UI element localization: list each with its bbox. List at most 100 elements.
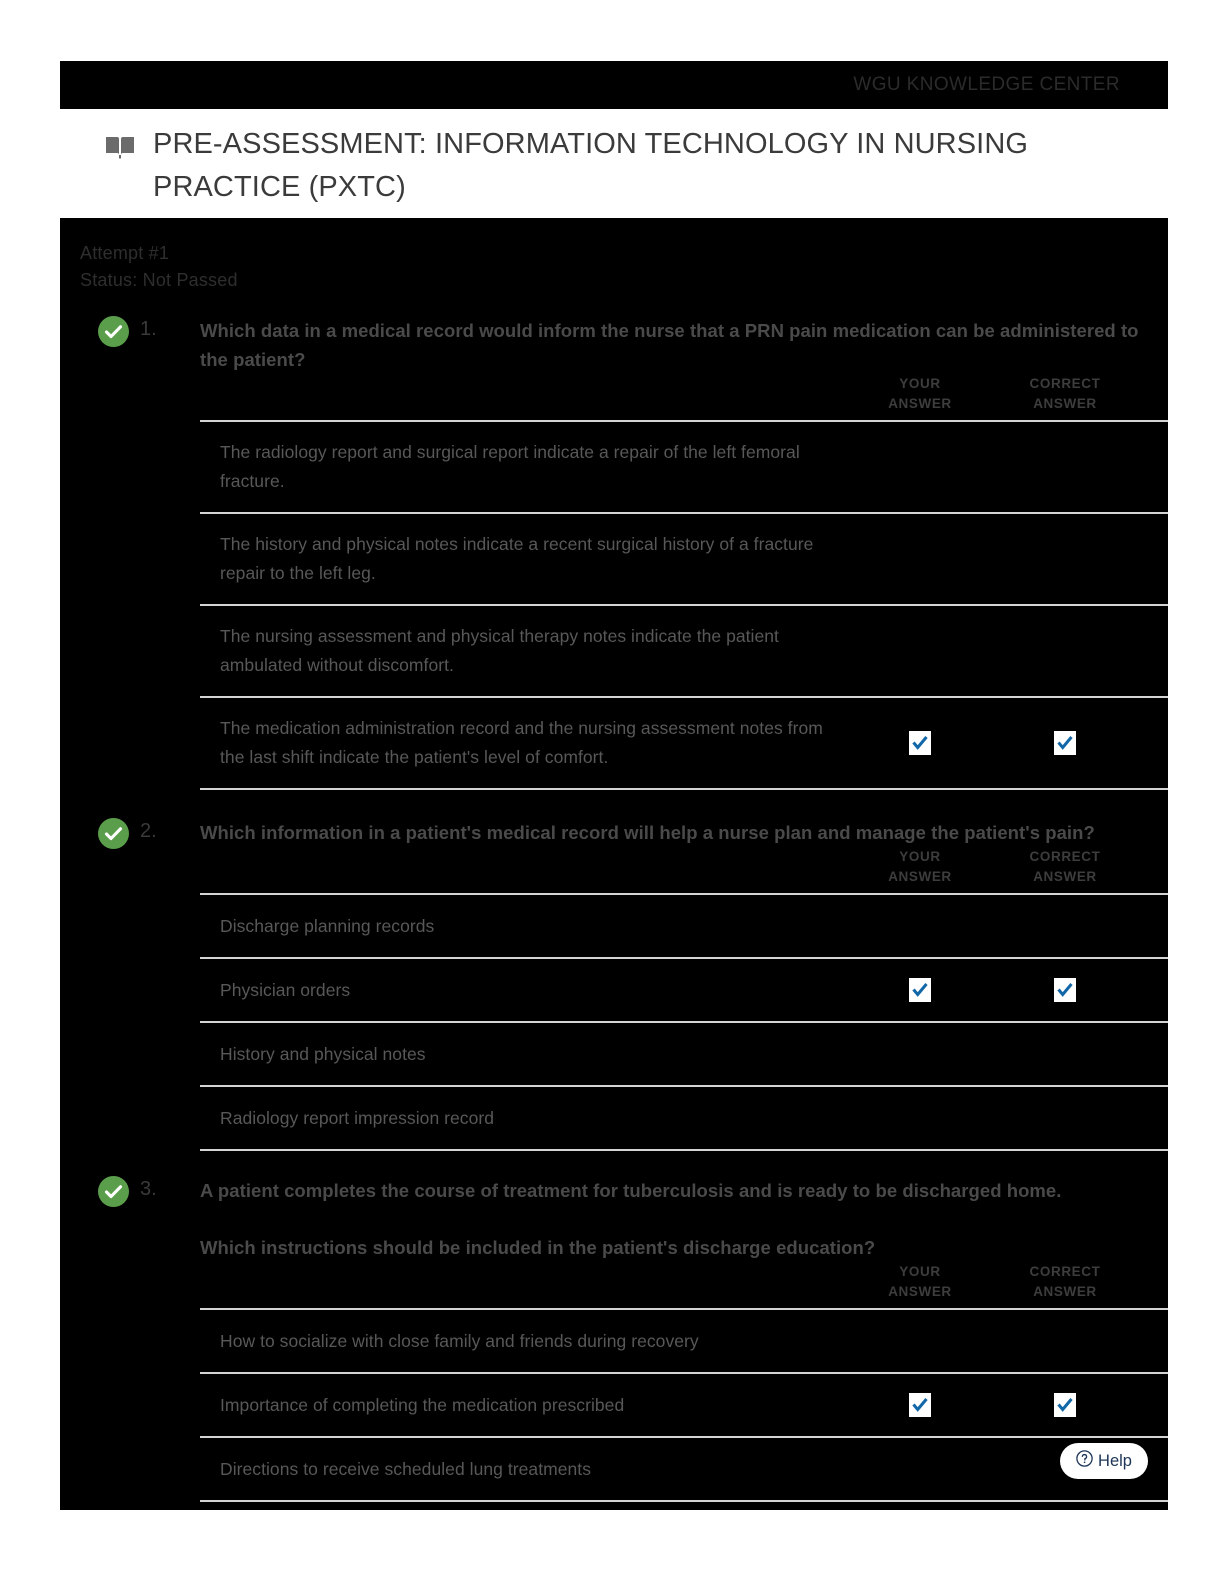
your-answer-header: YOUR ANSWER [860, 374, 980, 414]
checkbox-unchecked [1054, 1042, 1076, 1066]
option-text: Discharge planning records [220, 915, 435, 936]
question-prompt: A patient completes the course of treatm… [200, 1180, 1062, 1201]
table-row: Discharge planning records [200, 895, 1168, 959]
table-row: The radiology report and surgical report… [200, 422, 1168, 514]
checkbox-unchecked [1054, 914, 1076, 938]
page-title: PRE-ASSESSMENT: INFORMATION TECHNOLOGY I… [153, 128, 1029, 203]
option-text: Directions to receive scheduled lung tre… [220, 1458, 592, 1479]
correct-answer-header: CORRECT ANSWER [1005, 374, 1125, 414]
question-number: 1. [140, 318, 157, 340]
table-row: The history and physical notes indicate … [200, 514, 1168, 606]
table-row: Importance of completing the medication … [200, 1374, 1168, 1438]
answer-column-headers: YOUR ANSWER CORRECT ANSWER [200, 847, 1168, 893]
your-answer-cell [860, 1457, 980, 1481]
title-band: PRE-ASSESSMENT: INFORMATION TECHNOLOGY I… [60, 109, 1168, 218]
your-answer-header-line1: YOUR [899, 849, 941, 864]
check-circle-icon [98, 316, 129, 347]
option-text: Radiology report impression record [220, 1107, 495, 1128]
checkbox-checked [1054, 731, 1076, 755]
checkbox-unchecked [909, 455, 931, 479]
option-text: How to socialize with close family and f… [220, 1330, 699, 1351]
your-answer-cell [860, 455, 980, 479]
correct-answer-cell [1005, 639, 1125, 663]
correct-answer-cell [1005, 731, 1125, 755]
option-text: The history and physical notes indicate … [220, 534, 814, 583]
option-text: The radiology report and surgical report… [220, 442, 800, 491]
checkbox-unchecked [909, 1042, 931, 1066]
question-prompt: Which data in a medical record would inf… [200, 320, 1139, 370]
checkbox-checked [1054, 978, 1076, 1002]
option-text: History and physical notes [220, 1043, 426, 1064]
correct-answer-cell [1005, 914, 1125, 938]
question-prompt-secondary: Which instructions should be included in… [200, 1237, 876, 1258]
check-circle-icon [98, 818, 129, 849]
your-answer-cell [860, 639, 980, 663]
your-answer-cell [860, 1393, 980, 1417]
help-button[interactable]: Help [1060, 1443, 1148, 1479]
checkbox-unchecked [909, 1457, 931, 1481]
correct-answer-cell [1005, 1329, 1125, 1353]
correct-answer-cell [1005, 455, 1125, 479]
correct-answer-header-line2: ANSWER [1033, 869, 1097, 884]
option-text: The nursing assessment and physical ther… [220, 626, 779, 675]
your-answer-cell [860, 1329, 980, 1353]
book-icon [105, 135, 135, 164]
correct-answer-cell [1005, 1042, 1125, 1066]
checkbox-unchecked [909, 914, 931, 938]
table-row: The nursing assessment and physical ther… [200, 606, 1168, 698]
correct-answer-header-line1: CORRECT [1029, 1264, 1101, 1279]
your-answer-cell [860, 1042, 980, 1066]
checkbox-unchecked [909, 1106, 931, 1130]
table-row: Physician orders [200, 959, 1168, 1023]
your-answer-header-line1: YOUR [899, 376, 941, 391]
your-answer-cell [860, 547, 980, 571]
correct-answer-cell [1005, 547, 1125, 571]
table-row: How to socialize with close family and f… [200, 1310, 1168, 1374]
attempt-number: Attempt #1 [80, 243, 170, 263]
checkbox-unchecked [1054, 455, 1076, 479]
assessment-content: Attempt #1 Status: Not Passed 1. Which d… [60, 218, 1168, 1510]
check-circle-icon [98, 1176, 129, 1207]
checkbox-checked [909, 1393, 931, 1417]
correct-answer-header-line1: CORRECT [1029, 849, 1101, 864]
answer-column-headers: YOUR ANSWER CORRECT ANSWER [200, 374, 1168, 420]
option-text: Importance of completing the medication … [220, 1394, 625, 1415]
question-prompt: Which information in a patient's medical… [200, 822, 1095, 843]
your-answer-cell [860, 731, 980, 755]
brand-label: WGU KNOWLEDGE CENTER [853, 74, 1120, 95]
correct-answer-cell [1005, 1106, 1125, 1130]
your-answer-cell [860, 914, 980, 938]
question-body: A patient completes the course of treatm… [200, 1176, 1168, 1502]
correct-answer-header-line1: CORRECT [1029, 376, 1101, 391]
checkbox-unchecked [1054, 1329, 1076, 1353]
checkbox-unchecked [909, 547, 931, 571]
your-answer-header-line2: ANSWER [888, 1284, 952, 1299]
correct-answer-header: CORRECT ANSWER [1005, 847, 1125, 887]
table-row: Radiology report impression record [200, 1087, 1168, 1151]
question-number: 2. [140, 820, 157, 842]
answer-table: How to socialize with close family and f… [200, 1308, 1168, 1502]
correct-answer-header-line2: ANSWER [1033, 396, 1097, 411]
checkbox-checked [909, 978, 931, 1002]
checkbox-checked [909, 731, 931, 755]
your-answer-cell [860, 1106, 980, 1130]
your-answer-header-line2: ANSWER [888, 869, 952, 884]
question-number: 3. [140, 1178, 157, 1200]
checkbox-unchecked [1054, 639, 1076, 663]
table-row: Directions to receive scheduled lung tre… [200, 1438, 1168, 1502]
your-answer-header-line2: ANSWER [888, 396, 952, 411]
option-text: The medication administration record and… [220, 718, 823, 767]
attempt-status: Status: Not Passed [80, 270, 238, 290]
checkbox-unchecked [909, 1329, 931, 1353]
option-text: Physician orders [220, 979, 351, 1000]
checkbox-unchecked [1054, 547, 1076, 571]
brand-bar: WGU KNOWLEDGE CENTER [60, 61, 1168, 109]
correct-answer-header: CORRECT ANSWER [1005, 1262, 1125, 1302]
answer-table: Discharge planning records Physician ord… [200, 893, 1168, 1151]
table-row: The medication administration record and… [200, 698, 1168, 790]
question-mark-circle-icon [1076, 1450, 1093, 1472]
answer-column-headers: YOUR ANSWER CORRECT ANSWER [200, 1262, 1168, 1308]
checkbox-checked [1054, 1393, 1076, 1417]
correct-answer-cell [1005, 1393, 1125, 1417]
